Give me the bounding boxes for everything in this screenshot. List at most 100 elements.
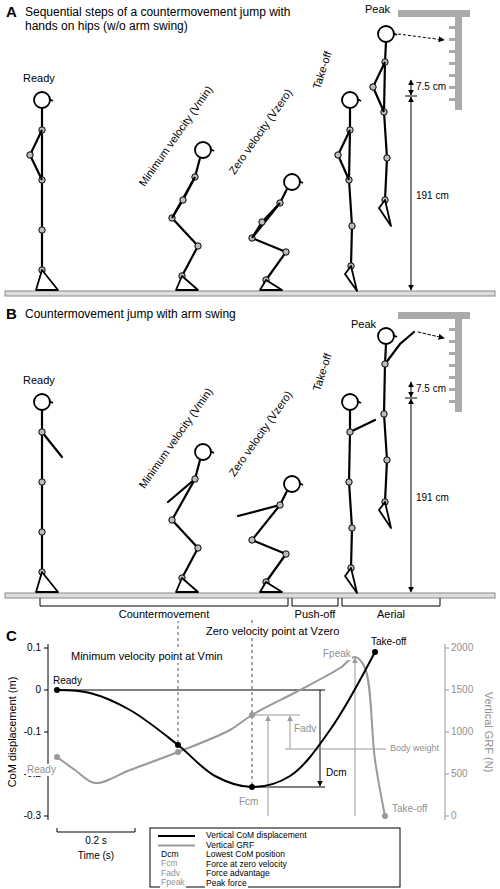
drawing-part [449, 86, 455, 89]
label: Take-off [370, 636, 407, 648]
drawing-part [210, 451, 214, 453]
drawing-part [36, 502, 391, 593]
label: 0.2 s [84, 835, 108, 847]
drawing-part [195, 444, 211, 460]
drawing-part [39, 227, 45, 233]
drawing-part [445, 816, 449, 817]
drawing-part [342, 394, 358, 410]
drawing-part [342, 92, 358, 108]
label: 1000 [450, 726, 474, 738]
drawing-part [49, 401, 53, 403]
drawing-part [455, 15, 462, 110]
drawing-part [252, 189, 287, 280]
label: Minimum velocity (Vmin) [136, 83, 216, 190]
drawing-part [277, 502, 283, 508]
drawing-part [357, 401, 361, 403]
drawing-part [260, 280, 282, 290]
label: -0.3 [23, 810, 42, 822]
label: 7.5 cm [415, 383, 447, 395]
label: Push-off [294, 608, 337, 621]
drawing-part [411, 97, 412, 290]
drawing-part [268, 716, 269, 816]
drawing-part [252, 491, 287, 582]
drawing-part [54, 754, 60, 760]
label: Ready [22, 374, 56, 387]
label: B [5, 305, 18, 322]
drawing-part [290, 716, 291, 749]
drawing-part [57, 690, 325, 691]
drawing-part [34, 92, 50, 108]
label: Vertical GRF (N) [483, 691, 496, 774]
drawing-part [249, 712, 255, 718]
label: Dcm [160, 850, 179, 860]
drawing-part [42, 432, 62, 457]
drawing-part [379, 200, 391, 226]
label: 0 [450, 810, 458, 822]
drawing-part [172, 177, 195, 218]
drawing-part [393, 335, 397, 337]
drawing-part [345, 266, 357, 291]
drawing-part [168, 479, 195, 502]
drawing-part [398, 34, 444, 40]
drawing-part [449, 26, 455, 29]
label: Dcm [325, 767, 348, 779]
drawing-part [445, 732, 449, 733]
drawing-part [49, 335, 397, 485]
drawing-part [175, 742, 181, 748]
label: Fpeak [322, 648, 352, 660]
drawing-part [378, 328, 394, 344]
drawing-part [455, 317, 462, 412]
drawing-part [349, 525, 355, 531]
legend-text: Vertical GRF [205, 841, 255, 851]
drawing-part [449, 98, 455, 101]
drawing-part [292, 598, 338, 606]
drawing-part [449, 50, 455, 53]
jump-scene [5, 312, 495, 598]
label: Time (s) [77, 850, 115, 862]
label: Ready [52, 675, 83, 687]
legend-text: Force at zero velocity [205, 860, 288, 870]
drawing-part [34, 394, 50, 410]
drawing-part [382, 361, 388, 367]
drawing-part [57, 828, 135, 832]
label: Aerial [376, 608, 406, 621]
drawing-part [378, 26, 394, 42]
drawing-part [449, 62, 455, 65]
drawing-part [252, 620, 253, 787]
drawing-part [34, 328, 394, 492]
drawing-part [5, 291, 495, 296]
drawing-part [158, 845, 195, 847]
drawing-part [260, 582, 282, 592]
drawing-part [44, 648, 48, 816]
drawing-part [27, 152, 33, 158]
drawing-part [411, 399, 412, 592]
drawing-part [384, 344, 387, 502]
drawing-part [357, 99, 361, 101]
chart [44, 620, 449, 887]
drawing-part [49, 33, 397, 183]
label: Zero velocity point at Vzero [205, 625, 340, 638]
label: Fadv [293, 723, 317, 735]
drawing-part [346, 479, 352, 485]
drawing-part [398, 312, 470, 319]
drawing-part [39, 42, 390, 283]
drawing-part [411, 80, 412, 95]
drawing-part [445, 774, 449, 775]
drawing-part [249, 784, 255, 790]
label: 191 cm [415, 492, 450, 504]
drawing-part [299, 181, 303, 183]
drawing-part [176, 276, 198, 290]
label: Peak [364, 3, 391, 16]
drawing-part [252, 203, 280, 238]
drawing-part [335, 152, 341, 158]
drawing-part [449, 26, 455, 101]
drawing-part [39, 479, 45, 485]
drawing-part [172, 158, 200, 276]
label: Minimum velocity (Vmin) [136, 385, 216, 492]
drawing-part [44, 648, 48, 649]
drawing-part [44, 732, 48, 733]
phase-brackets [40, 598, 440, 606]
drawing-part [283, 551, 289, 557]
drawing-part [39, 429, 45, 435]
